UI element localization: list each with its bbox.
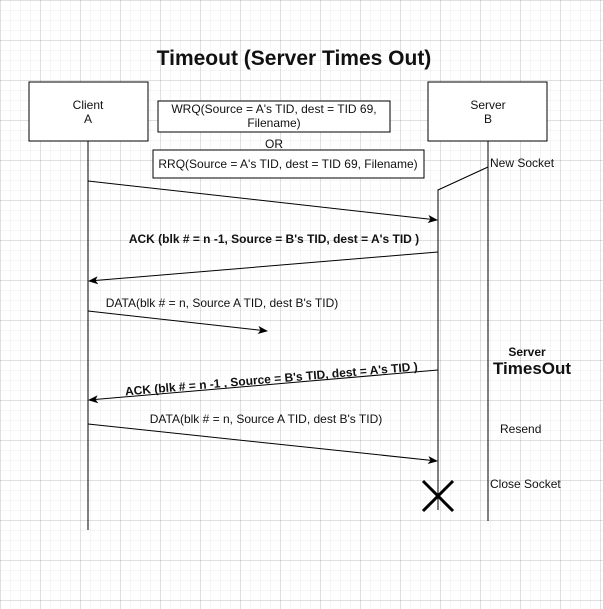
- server-times-out-note-line2: TimesOut: [493, 359, 571, 378]
- wrq-request-box: WRQ(Source = A's TID, dest = TID 69, Fil…: [157, 100, 391, 133]
- data2-arrow: [87, 423, 438, 465]
- server-times-out-note-line1: Server: [508, 345, 546, 359]
- data1-label: DATA(blk # = n, Source A TID, dest B's T…: [106, 296, 339, 310]
- client-label-line1: Client: [73, 98, 104, 112]
- server-label-line1: Server: [470, 98, 505, 112]
- new-socket-lifeline: [437, 166, 489, 510]
- diagram-title: Timeout (Server Times Out): [157, 47, 432, 70]
- wrq-text-line1: WRQ(Source = A's TID, dest = TID 69,: [171, 102, 376, 116]
- wrq-text-line2: Filename): [247, 116, 300, 130]
- client-box: [28, 81, 149, 142]
- client-node: Client A: [28, 81, 149, 142]
- rrq-text: RRQ(Source = A's TID, dest = TID 69, Fil…: [158, 157, 417, 171]
- new-socket-note: New Socket: [490, 156, 555, 170]
- server-node: Server B: [427, 81, 548, 142]
- ack1-arrow: [88, 251, 439, 285]
- or-label: OR: [265, 137, 283, 151]
- resend-note: Resend: [500, 422, 541, 436]
- server-label-line2: B: [484, 112, 492, 126]
- wrq-box: [157, 100, 391, 133]
- data1-arrow: [87, 310, 268, 334]
- close-socket-note: Close Socket: [490, 477, 561, 491]
- rrq-request-box: RRQ(Source = A's TID, dest = TID 69, Fil…: [152, 149, 425, 179]
- client-label-line2: A: [84, 112, 92, 126]
- ack2-arrow: [88, 369, 439, 404]
- request-arrow: [87, 180, 438, 223]
- rrq-box: [152, 149, 425, 179]
- ack2-label: ACK (blk # = n -1 , Source = B's TID, de…: [124, 359, 418, 398]
- server-box: [427, 81, 548, 142]
- data2-label: DATA(blk # = n, Source A TID, dest B's T…: [150, 412, 383, 426]
- ack1-label: ACK (blk # = n -1, Source = B's TID, des…: [129, 232, 419, 246]
- socket-close-x-icon: [421, 479, 455, 513]
